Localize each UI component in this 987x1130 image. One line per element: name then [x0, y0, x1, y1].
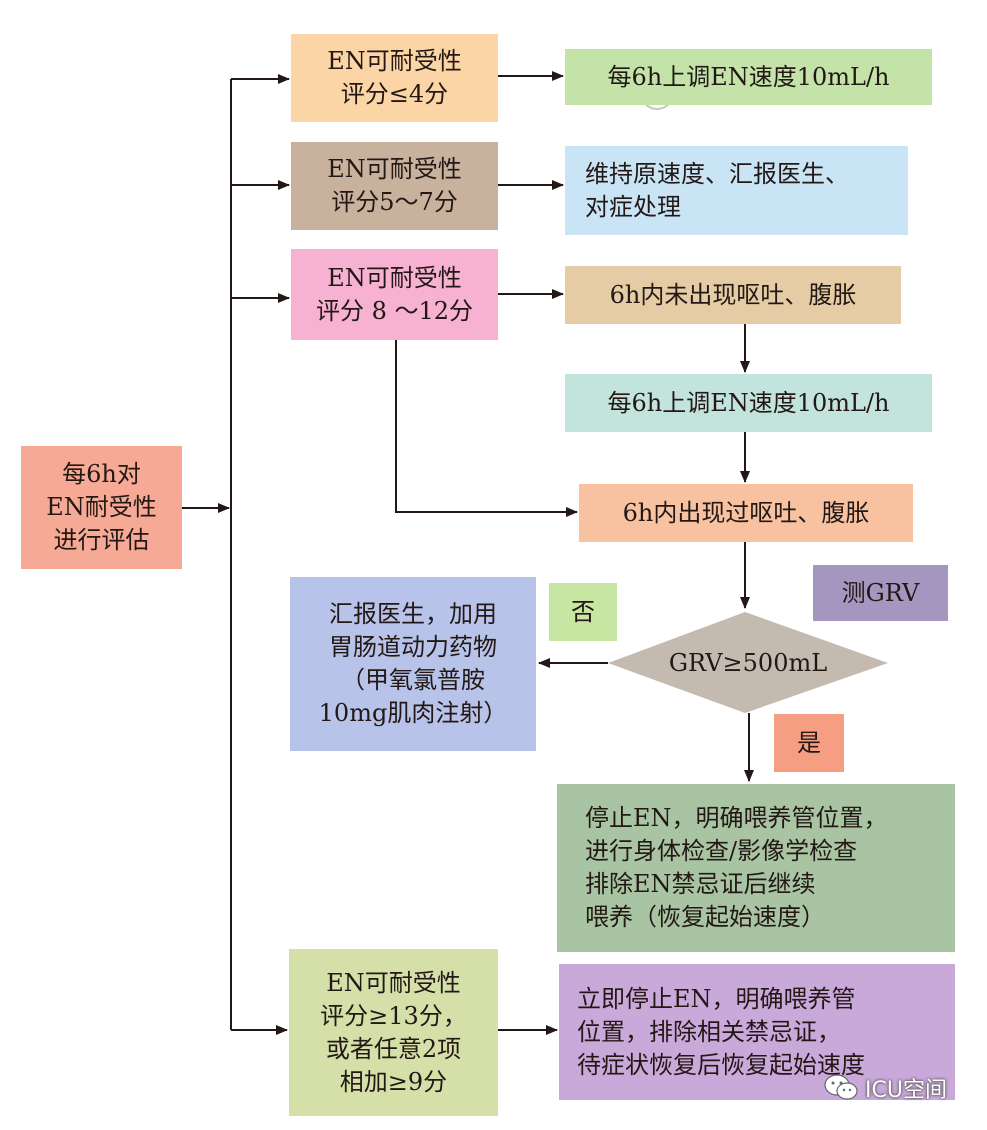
node-decision-text: GRV≥500mL — [668, 648, 828, 677]
node-score-ge13-line: 或者任意2项 — [325, 1034, 462, 1063]
node-start-line: 每6h对 — [62, 460, 141, 488]
node-score-le4: EN可耐受性 评分≤4分 — [291, 34, 498, 122]
node-had-vomit: 6h内出现过呕吐、腹胀 — [579, 484, 913, 542]
node-increase-rate-line: 每6h上调EN速度10mL/h — [607, 388, 890, 417]
path-8-12-to-had-vomit — [395, 340, 578, 517]
node-report-doctor-line: 胃肠道动力药物 — [329, 633, 497, 661]
node-decision: GRV≥500mL — [648, 646, 848, 680]
node-stop-en-line: 停止EN，明确喂养管位置， — [585, 804, 888, 832]
node-stop-en-line: 喂养（恢复起始速度） — [585, 903, 825, 931]
node-start-line: EN耐受性 — [46, 493, 157, 521]
node-score-8-12-line: EN可耐受性 — [327, 263, 462, 292]
node-measure-grv: 测GRV — [813, 565, 948, 621]
node-score-le4-line: 评分≤4分 — [340, 80, 449, 108]
label-yes: 是 — [774, 714, 844, 772]
node-score-5-7-line: 评分5～7分 — [331, 188, 458, 216]
node-score-5-7-line: EN可耐受性 — [327, 155, 462, 183]
node-score-ge13-line: 相加≥9分 — [339, 1067, 448, 1096]
node-stop-en-line: 进行身体检查/影像学检查 — [585, 837, 858, 865]
node-report-doctor-line: 10mg肌肉注射） — [318, 699, 508, 727]
label-yes-text: 是 — [797, 728, 821, 757]
node-stop-immediately-line: 位置，排除相关禁忌证， — [577, 1017, 841, 1046]
node-score-ge13-line: 评分≥13分， — [320, 1001, 467, 1030]
brand-text: ICU空间 — [865, 1078, 947, 1103]
decision-diamond — [608, 612, 888, 713]
node-score-ge13: EN可耐受性 评分≥13分， 或者任意2项 相加≥9分 — [289, 949, 498, 1116]
node-no-vomit: 6h内未出现呕吐、腹胀 — [565, 266, 901, 324]
node-action-le4-line: 每6h上调EN速度10mL/h — [607, 62, 890, 91]
node-score-ge13-line: EN可耐受性 — [326, 968, 461, 997]
node-no-vomit-line: 6h内未出现呕吐、腹胀 — [609, 280, 857, 309]
node-stop-immediately: 立即停止EN，明确喂养管 位置，排除相关禁忌证， 待症状恢复后恢复起始速度 — [559, 964, 955, 1100]
node-action-5-7-line: 对症处理 — [585, 192, 681, 221]
node-action-le4: 每6h上调EN速度10mL/h — [565, 49, 932, 105]
node-had-vomit-line: 6h内出现过呕吐、腹胀 — [622, 498, 870, 527]
wechat-icon — [824, 1074, 858, 1100]
label-no: 否 — [549, 583, 617, 641]
node-increase-rate: 每6h上调EN速度10mL/h — [565, 374, 932, 432]
node-report-doctor-line: 汇报医生，加用 — [329, 600, 497, 628]
node-action-5-7: 维持原速度、汇报医生、 对症处理 — [565, 146, 908, 235]
node-stop-en: 停止EN，明确喂养管位置， 进行身体检查/影像学检查 排除EN禁忌证后继续 喂养… — [557, 784, 955, 952]
node-stop-immediately-line: 立即停止EN，明确喂养管 — [577, 984, 856, 1013]
node-score-8-12-line: 评分 8 ～12分 — [315, 296, 474, 325]
node-action-5-7-line: 维持原速度、汇报医生、 — [585, 159, 849, 188]
node-report-doctor-line: （甲氧氯普胺 — [341, 666, 485, 694]
node-score-8-12: EN可耐受性 评分 8 ～12分 — [291, 249, 498, 340]
node-report-doctor: 汇报医生，加用 胃肠道动力药物 （甲氧氯普胺 10mg肌肉注射） — [290, 577, 536, 751]
label-no-text: 否 — [571, 597, 595, 626]
node-score-le4-line: EN可耐受性 — [327, 47, 462, 75]
node-stop-en-line: 排除EN禁忌证后继续 — [585, 870, 816, 898]
node-score-5-7: EN可耐受性 评分5～7分 — [291, 142, 498, 230]
node-stop-immediately-line: 待症状恢复后恢复起始速度 — [577, 1050, 865, 1079]
node-start: 每6h对 EN耐受性 进行评估 — [21, 446, 182, 569]
node-start-line: 进行评估 — [53, 526, 150, 554]
node-measure-grv-line: 测GRV — [841, 578, 920, 607]
brand-badge: ICU空间 — [823, 1072, 947, 1104]
